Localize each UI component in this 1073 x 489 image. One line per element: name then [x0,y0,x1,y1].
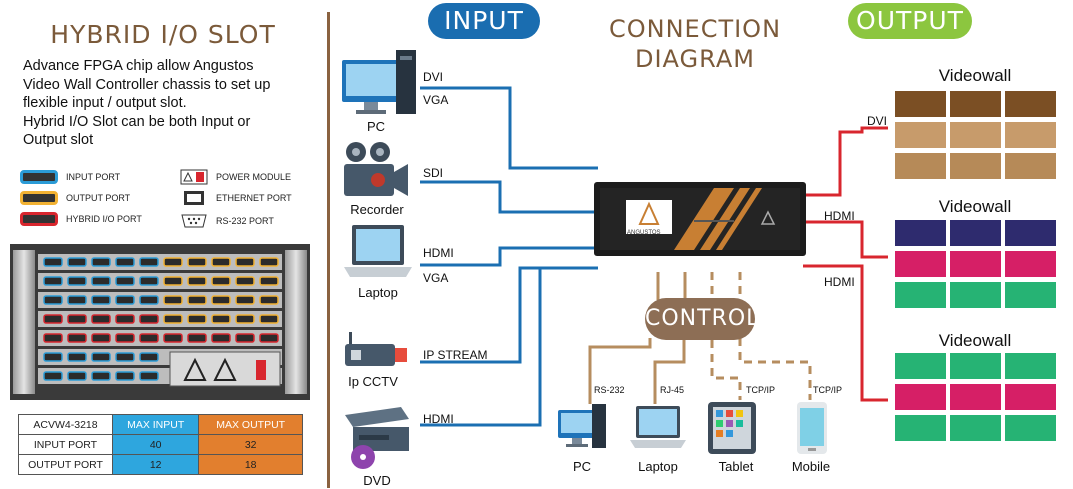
tablet-icon [708,402,756,454]
power-module-icon [180,169,208,185]
table-model-cell: ACVW4-3218 [18,414,113,435]
ethernet-port-icon [184,191,204,205]
videowall-title: Videowall [938,331,1012,350]
pc-label: PC [366,119,386,134]
tiles [895,220,1056,308]
laptop-control-icon [630,406,686,448]
mobile-phone-icon [797,402,827,454]
control-port-label: RS-232 [594,385,625,395]
legend-label: HYBRID I/O PORT [66,214,142,224]
table-header-max-output: MAX OUTPUT [198,414,303,435]
laptop-label: Laptop [358,285,398,300]
output-port-icon [20,191,58,205]
recorder-label: Recorder [350,202,404,217]
port-label: VGA [423,93,449,107]
port-label: HDMI [423,246,454,260]
table-row: ACVW4-3218 MAX INPUT MAX OUTPUT [18,414,303,435]
output-port-label: HDMI [824,275,855,289]
control-mobile-label: Mobile [791,459,831,474]
description-line: Output slot [23,132,94,148]
ip-camera-icon [345,332,407,366]
title-line: CONNECTION [608,15,782,43]
legend-label: INPUT PORT [66,172,121,182]
table-cell: 32 [198,434,303,455]
table-row-label: INPUT PORT [18,434,113,455]
dvd-label: DVD [363,473,391,488]
table-cell: 18 [198,454,303,475]
port-label: IP STREAM [423,348,488,362]
description-line: Video Wall Controller chassis to set up [23,76,271,93]
panel-divider [327,12,330,488]
videowall-2 [895,220,1056,308]
input-port-icon [20,170,58,184]
hybrid-port-icon [20,212,58,226]
description-line: Advance FPGA chip allow Angustos [23,58,254,74]
input-lines [420,86,598,427]
control-port-label: TCP/IP [746,385,776,395]
legend-output-port: OUTPUT PORT [20,191,130,205]
table-cell: 12 [111,454,200,475]
table-row: INPUT PORT 40 32 [18,434,303,455]
pc-control-icon [558,404,606,448]
video-wall-controller-device [594,182,806,256]
port-label: DVI [423,70,444,84]
control-lines [588,272,812,404]
control-port-label: RJ-45 [660,385,685,395]
output-title: OUTPUT [848,3,972,39]
table-row: OUTPUT PORT 12 18 [18,454,303,475]
control-pc-label: PC [572,459,592,474]
connection-diagram-title: CONNECTION DIAGRAM [595,14,795,74]
videowall-title: Videowall [938,197,1012,216]
device-brand: ANGUSTOS [627,230,661,236]
legend-power-module: POWER MODULE [180,169,291,185]
spec-table: ACVW4-3218 MAX INPUT MAX OUTPUT INPUT PO… [18,414,303,475]
legend-hybrid-port: HYBRID I/O PORT [20,212,142,226]
table-row-label: OUTPUT PORT [18,454,113,475]
tiles [895,353,1056,441]
controller-chassis-image [10,244,310,400]
legend-rs232-port: RS-232 PORT [180,213,274,229]
dvd-player-icon [345,407,409,469]
description-line: flexible input / output slot. [23,95,187,111]
legend-input-port: INPUT PORT [20,170,120,184]
control-title: CONTROL [645,298,758,340]
legend-ethernet-port: ETHERNET PORT [180,190,292,206]
ipcctv-label: Ip CCTV [348,374,398,389]
output-port-label: DVI [867,114,888,128]
input-title: INPUT [428,3,540,39]
legend-label: RS-232 PORT [216,216,274,226]
table-header-max-input: MAX INPUT [111,414,200,435]
legend-label: OUTPUT PORT [66,193,131,203]
videowall-1 [895,91,1056,179]
table-cell: 40 [111,434,200,455]
description-line: Hybrid I/O Slot can be both Input or [23,113,251,130]
legend-label: POWER MODULE [216,172,292,182]
video-camera-icon [344,142,408,196]
title-line: DIAGRAM [635,45,755,73]
rs232-port-icon [181,214,207,228]
hybrid-slot-title: HYBRID I/O SLOT [50,20,276,49]
output-lines [803,126,888,402]
videowall-3 [895,353,1056,441]
videowall-title: Videowall [938,66,1012,85]
port-label: HDMI [423,412,454,426]
pc-icon [342,50,416,114]
control-laptop-label: Laptop [638,459,678,474]
legend-label: ETHERNET PORT [216,193,292,203]
control-tablet-label: Tablet [718,459,754,474]
port-label: SDI [423,166,444,180]
control-port-label: TCP/IP [813,385,843,395]
tiles [895,91,1056,179]
port-label: VGA [423,271,449,285]
output-port-label: HDMI [824,209,855,223]
hybrid-slot-description: Advance FPGA chip allow Angustos Video W… [23,57,323,150]
laptop-icon [344,225,412,277]
